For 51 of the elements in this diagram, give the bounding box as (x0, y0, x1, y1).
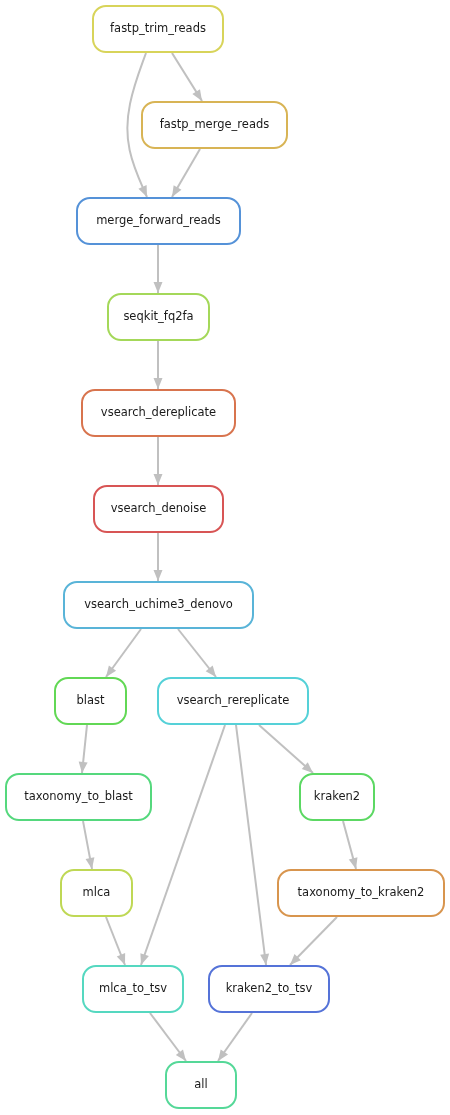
rule-name: mlca (82, 886, 111, 900)
arrow (105, 628, 142, 678)
rule-name: kraken2 (313, 790, 361, 804)
rule-name: vsearch_denoise (110, 502, 207, 516)
rule-name: mlca_to_tsv (98, 982, 168, 996)
arrow (171, 52, 203, 102)
rule-box (299, 773, 375, 821)
arrow (235, 724, 270, 966)
rule-name: blast (76, 694, 105, 708)
rule-name: merge_forward_reads (96, 214, 221, 228)
arrow (171, 148, 201, 198)
rule-name: all (194, 1078, 208, 1092)
rule-box (165, 1061, 237, 1109)
arrow (140, 724, 226, 966)
rule-name: seqkit_fq2fa (123, 310, 194, 324)
arrow (78, 724, 88, 774)
rule-name: fastp_trim_reads (110, 22, 206, 36)
rule-name: vsearch_rereplicate (176, 694, 290, 708)
arrow (126, 52, 148, 198)
rule-name: vsearch_uchime3_denovo (84, 598, 233, 612)
arrow (258, 724, 314, 774)
rule-box (107, 293, 210, 341)
rule-box (208, 965, 330, 1013)
rule-box (54, 677, 127, 725)
rule-box (81, 389, 236, 437)
rule-box (63, 581, 254, 629)
rule-box (277, 869, 445, 917)
rule-box (141, 101, 288, 149)
arrow (217, 1012, 253, 1062)
rule-box (76, 197, 241, 245)
rule-name: vsearch_dereplicate (100, 406, 217, 420)
arrow (177, 628, 217, 678)
rule-box (5, 773, 152, 821)
rule-box (92, 5, 224, 53)
arrow (149, 1012, 187, 1062)
arrow (153, 436, 163, 486)
arrow (153, 244, 163, 294)
rule-name: taxonomy_to_kraken2 (297, 886, 425, 900)
rule-box (60, 869, 133, 917)
rule-name: taxonomy_to_blast (24, 790, 133, 804)
rule-box (93, 485, 224, 533)
arrow (342, 820, 358, 870)
arrow (105, 916, 126, 966)
rule-name: fastp_merge_reads (159, 118, 270, 132)
arrow (153, 532, 163, 582)
arrow (153, 340, 163, 390)
rule-box (82, 965, 184, 1013)
arrow (289, 916, 338, 966)
arrow (82, 820, 95, 870)
rule-name: kraken2_to_tsv (225, 982, 313, 996)
rule-box (157, 677, 309, 725)
